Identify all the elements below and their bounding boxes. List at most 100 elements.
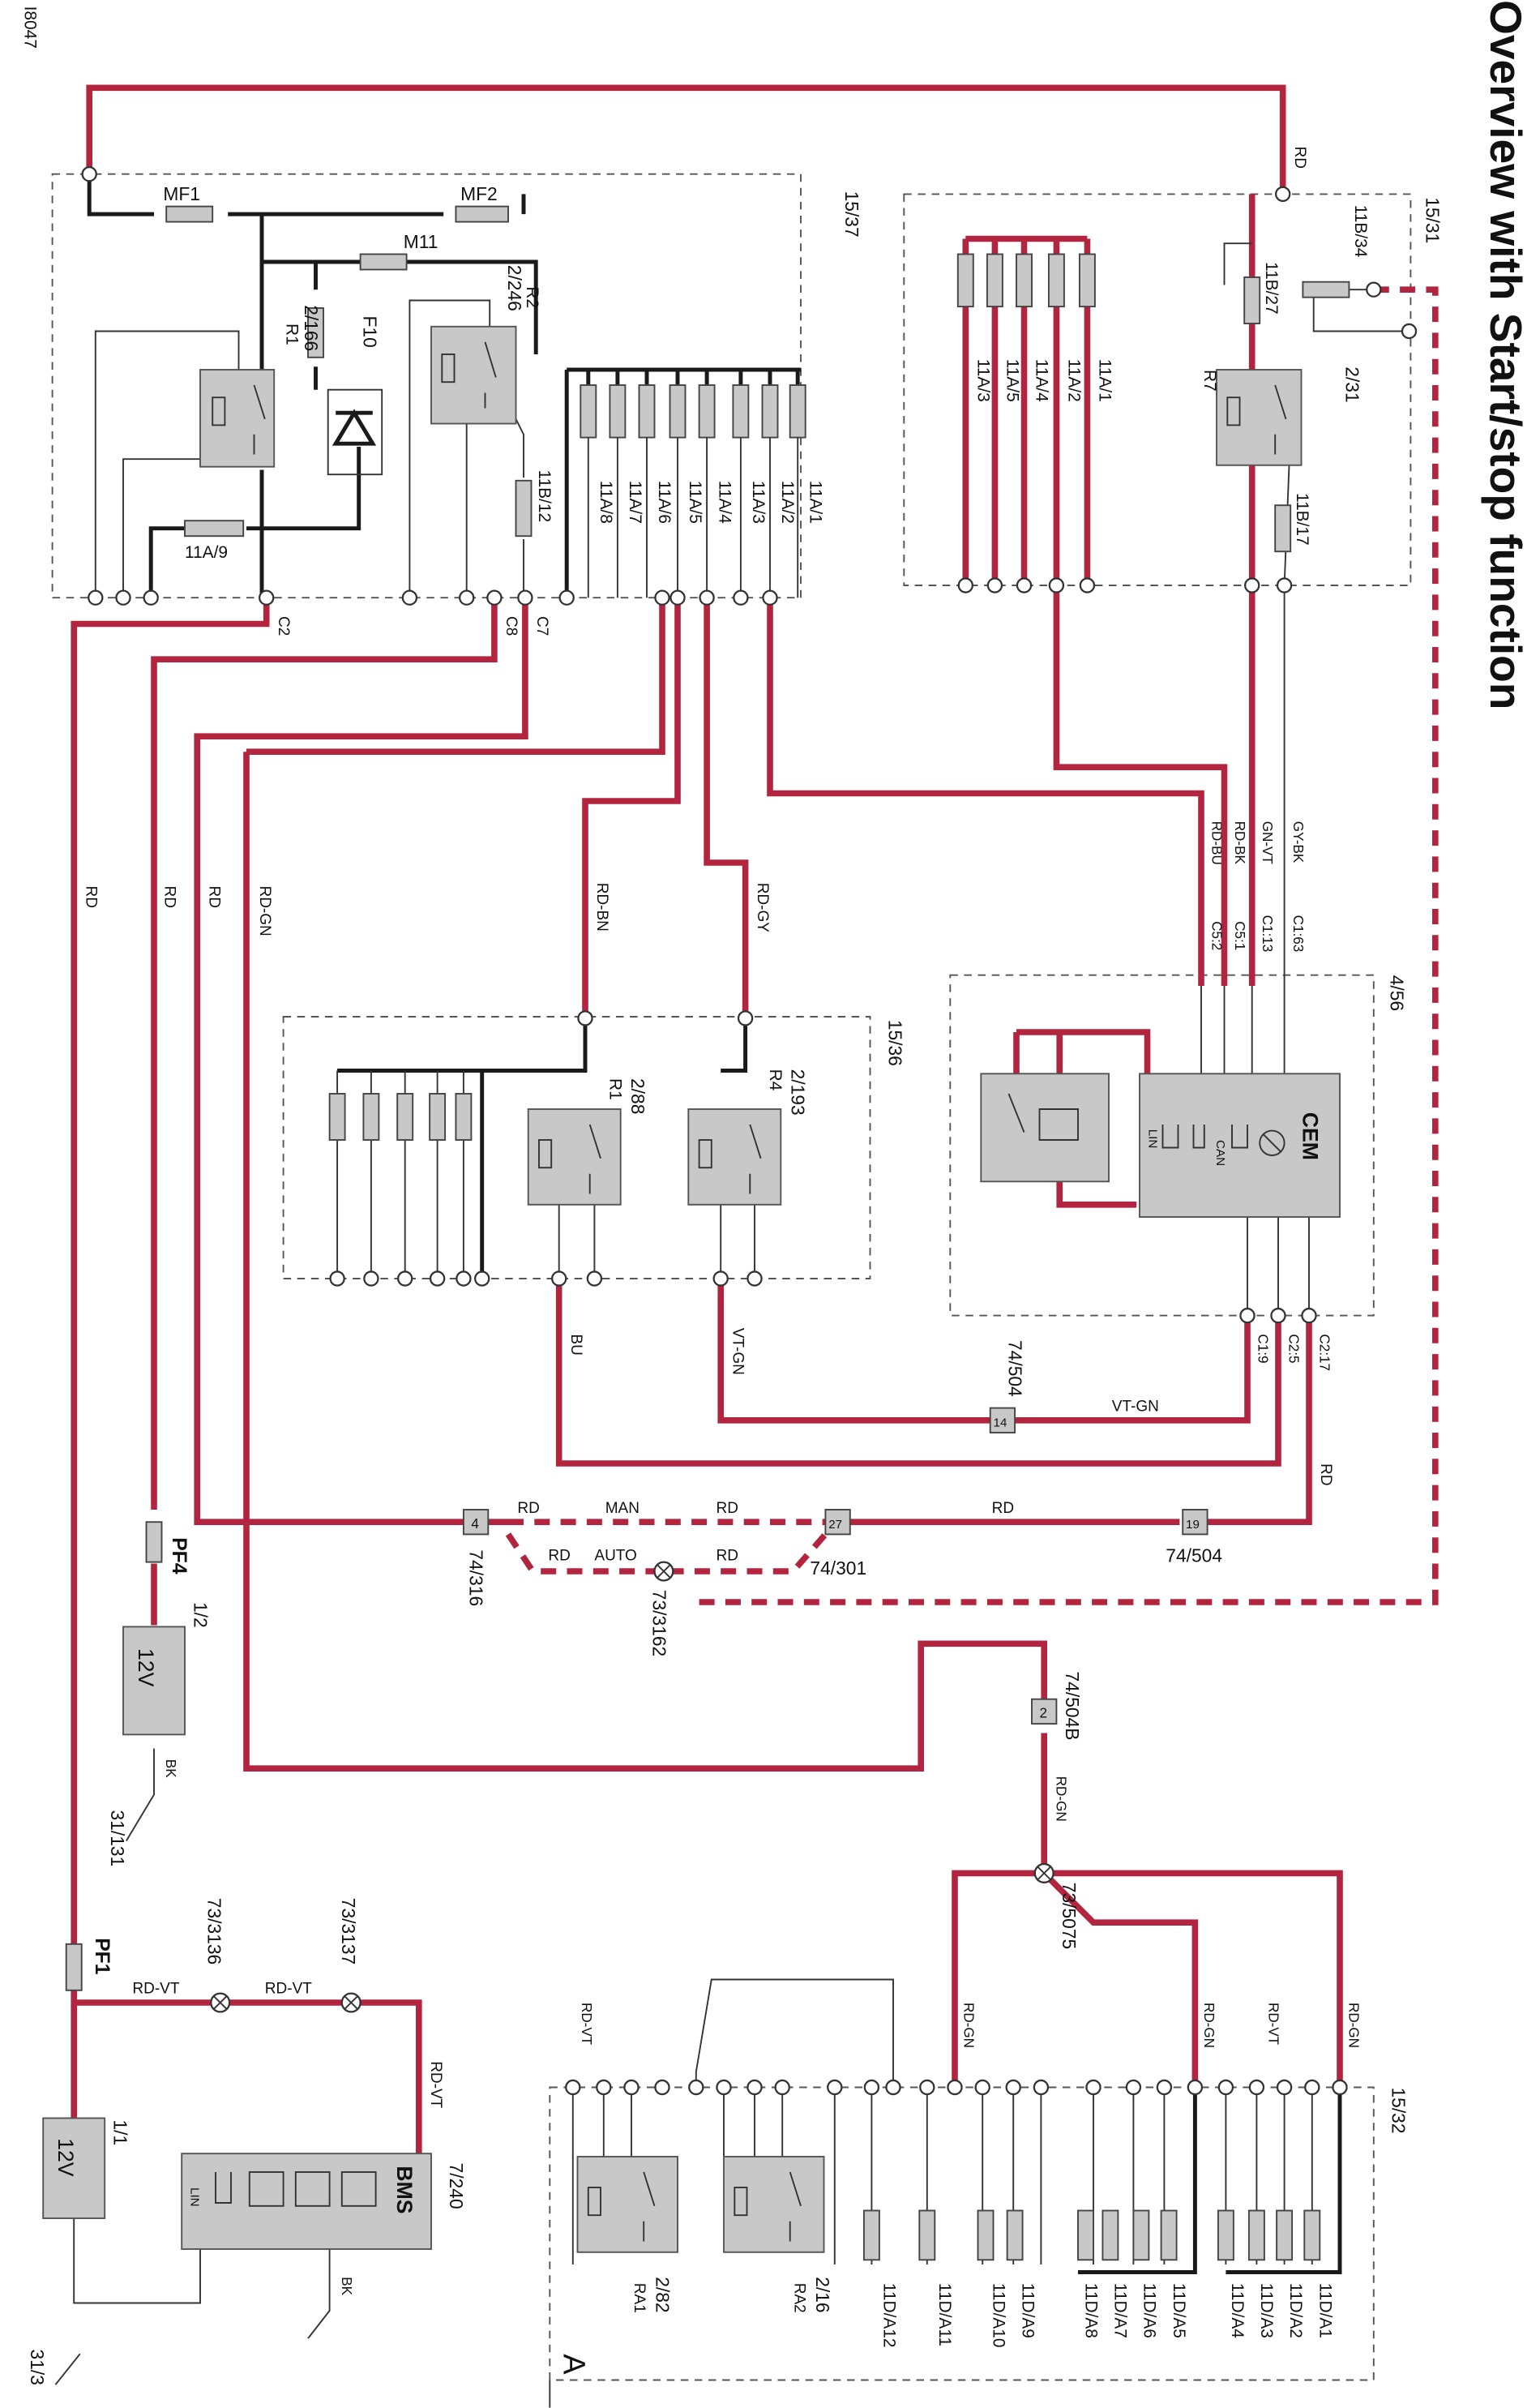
terminal — [974, 2079, 990, 2096]
wire-label-rd-vt3: RD-VT — [427, 2061, 444, 2108]
connector-74-504B-pin: 2 — [1040, 1706, 1048, 1721]
fuse-row-15-36 — [328, 1093, 473, 1141]
wire-label-rd1: RD — [82, 886, 99, 908]
terminal — [397, 1270, 413, 1287]
pin-label-c119: C1:9 — [1255, 1334, 1270, 1363]
box-15-36 — [282, 1016, 871, 1279]
terminal — [1016, 577, 1033, 593]
box-15-31-label: 15/31 — [1422, 197, 1443, 243]
terminal — [957, 577, 973, 593]
fuse-label-11a1: 11A/1 — [806, 481, 824, 524]
fuse-label-11d-a1: 11D/A1 — [1315, 2283, 1334, 2338]
relay-r2-246-label: R2 — [523, 286, 541, 308]
relay-ra2-16 — [723, 2156, 825, 2253]
terminal — [429, 1270, 446, 1287]
terminal — [1033, 2079, 1050, 2096]
splice-73-3162 — [653, 1561, 674, 1582]
fuse-11b27-label: 11B/27 — [1262, 262, 1281, 315]
wire-label-rd-gn-b3: RD-GN — [1345, 2003, 1361, 2048]
splice-73-3137-label: 73/3137 — [338, 1898, 359, 1965]
wire-rd-right — [1195, 1315, 1312, 1525]
box-15-37-label: 15/37 — [841, 191, 862, 238]
fuse-label-11d-a11: 11D/A11 — [935, 2283, 954, 2346]
fuse-row-11d — [862, 2209, 1321, 2261]
wire-label-rd-man2: RD — [717, 1500, 738, 1517]
fuse-label-11a8: 11A/8 — [597, 481, 615, 524]
fuse-label-11d-a7: 11D/A7 — [1111, 2283, 1130, 2338]
terminal — [1217, 2079, 1234, 2096]
wire-15-36-thin — [336, 1070, 755, 1279]
terminal — [363, 1270, 379, 1287]
terminal — [1079, 577, 1096, 593]
bms-sensor-icon — [248, 2171, 284, 2207]
fuse-11a9-label: 11A/9 — [185, 543, 228, 562]
pin-label-c51: C5:1 — [1232, 921, 1247, 950]
fuse-11b17 — [1274, 504, 1292, 553]
terminal — [115, 589, 131, 606]
pin-label-c113: C1:13 — [1260, 915, 1275, 953]
wire-label-bu: BU — [567, 1334, 584, 1355]
wire-label-rd-top: RD — [1291, 147, 1308, 169]
terminal — [1005, 2079, 1021, 2096]
fuse-label-11d-a3: 11D/A3 — [1257, 2283, 1276, 2338]
fuse-mf2-label: MF2 — [460, 183, 498, 204]
relay-r7-31-coil — [1226, 396, 1241, 426]
terminal — [986, 577, 1003, 593]
fuse-label-11d-a4: 11D/A4 — [1228, 2283, 1247, 2338]
wire-label-rd-gn: RD-GN — [256, 886, 273, 936]
relay-r1-88 — [527, 1108, 622, 1206]
connector-74-504-b-pin: 14 — [994, 1416, 1007, 1429]
wire-label-rd3: RD — [205, 886, 222, 908]
relay-r7-31-switch — [1274, 384, 1287, 455]
relay-ra2-16-coil — [734, 2187, 748, 2217]
pin-label-c2: C2 — [275, 616, 292, 636]
connector-74-504-a-label: 74/504 — [1166, 1545, 1222, 1566]
wire-5075-right — [1044, 1870, 1343, 2088]
bms-label: BMS — [392, 2166, 417, 2213]
pin-label-c52: C5:2 — [1208, 921, 1224, 950]
connector-74-504-b-label: 74/504 — [1005, 1340, 1026, 1397]
bms-bus-icon — [215, 2171, 232, 2204]
fuse-pf4 — [145, 1521, 163, 1563]
fuse-label-11d-a9: 11D/A9 — [1019, 2283, 1037, 2338]
terminal — [1239, 1307, 1256, 1324]
relay-r1-166-label: R1 — [282, 323, 301, 345]
terminal — [401, 589, 418, 606]
terminal — [88, 589, 104, 606]
fuse-11d-a12 — [862, 2209, 880, 2261]
cem-gauge-icon — [1259, 1129, 1285, 1156]
relay-r1-166-switch — [253, 384, 266, 455]
cem-can-label: CAN — [1213, 1140, 1227, 1166]
terminals-15-32 — [565, 2079, 1348, 2096]
wire-rd-gn-long — [246, 598, 665, 755]
wire-label-vt-gn: VT-GN — [729, 1328, 746, 1375]
connector-74-301-label: 74/301 — [810, 1557, 866, 1579]
wire-rd-bu — [767, 598, 1204, 986]
terminal — [712, 1270, 729, 1287]
fuse-11a2 — [761, 384, 779, 439]
terminal — [596, 2079, 612, 2096]
terminal — [486, 589, 503, 606]
diode-symbol — [332, 409, 377, 446]
terminal — [577, 1010, 593, 1026]
relay-r4-193-id: 2/193 — [788, 1069, 809, 1116]
splice-73-3136 — [210, 1992, 231, 2013]
terminals-15-37 — [81, 166, 778, 606]
connector-74-504-a-pin: 19 — [1186, 1518, 1200, 1532]
page-title: Overview with Start/stop function — [1481, 0, 1531, 709]
relay-r7-31 — [1216, 369, 1303, 466]
terminal — [558, 589, 575, 606]
terminal — [259, 589, 275, 606]
terminal — [586, 1270, 603, 1287]
terminal — [669, 589, 686, 606]
cem-relay-switch — [1007, 1093, 1079, 1141]
connector-74-504B — [1031, 1698, 1058, 1725]
terminal — [1332, 2079, 1348, 2096]
splice-73-3137 — [340, 1992, 361, 2013]
relay-ra1-82-label: RA1 — [631, 2283, 648, 2313]
terminal — [1304, 2079, 1320, 2096]
terminal — [1125, 2079, 1142, 2096]
relay-r1-166 — [199, 369, 276, 468]
fuse-11a7 — [609, 384, 627, 439]
